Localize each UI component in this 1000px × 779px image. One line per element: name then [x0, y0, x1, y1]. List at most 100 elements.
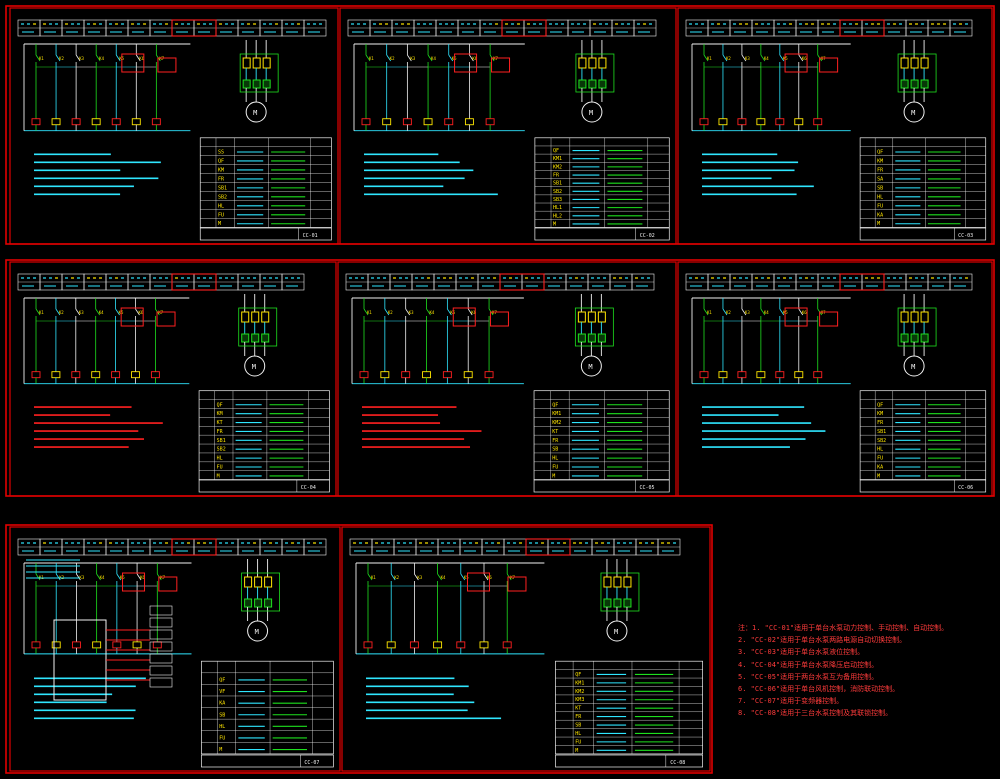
svg-text:FU: FU: [219, 735, 225, 741]
sheet-code-cc-08: CC-08: [670, 760, 685, 766]
svg-text:KA: KA: [877, 212, 883, 218]
svg-text:FR: FR: [575, 714, 582, 720]
svg-text:FU: FU: [552, 465, 558, 471]
motor-cc-01: [245, 101, 267, 123]
svg-text:K1: K1: [707, 310, 712, 315]
svg-text:M: M: [575, 748, 578, 754]
svg-text:M: M: [877, 221, 880, 227]
svg-text:K3: K3: [79, 575, 84, 580]
svg-text:M: M: [877, 473, 880, 479]
svg-text:KM: KM: [877, 411, 883, 417]
svg-text:K4: K4: [764, 310, 769, 315]
svg-text:K3: K3: [745, 310, 750, 315]
svg-text:K4: K4: [764, 56, 769, 61]
svg-text:HL2: HL2: [553, 213, 562, 219]
svg-text:SB: SB: [552, 447, 558, 453]
svg-text:FR: FR: [877, 167, 884, 173]
svg-text:K3: K3: [409, 310, 414, 315]
svg-text:FR: FR: [552, 438, 559, 444]
svg-text:SB1: SB1: [217, 438, 226, 444]
svg-text:K1: K1: [39, 575, 44, 580]
note-line-2: 2. "CC-02"适用于单台水泵两路电源自动切换控制。: [738, 636, 907, 645]
svg-text:K4: K4: [441, 575, 446, 580]
svg-text:SB: SB: [877, 185, 883, 191]
svg-text:M: M: [218, 221, 221, 227]
svg-text:K2: K2: [388, 310, 393, 315]
svg-text:QF: QF: [552, 402, 558, 408]
svg-text:KM1: KM1: [552, 411, 561, 417]
svg-text:FR: FR: [553, 173, 560, 179]
svg-text:KT: KT: [575, 706, 581, 712]
svg-text:K1: K1: [39, 56, 44, 61]
svg-text:M: M: [552, 473, 555, 479]
svg-text:KM: KM: [877, 158, 883, 164]
svg-text:SB: SB: [219, 712, 225, 718]
svg-text:KT: KT: [552, 429, 558, 435]
svg-text:M: M: [217, 473, 220, 479]
svg-text:K6: K6: [472, 56, 477, 61]
svg-text:K2: K2: [59, 575, 64, 580]
motor-cc-02: [581, 101, 603, 123]
svg-text:M: M: [911, 363, 915, 371]
svg-text:FU: FU: [575, 739, 581, 745]
note-line-1: 注：1. "CC-01"适用于单台水泵动力控制、手动控制、自动控制。: [738, 624, 949, 632]
svg-text:SB1: SB1: [877, 429, 886, 435]
svg-text:SB2: SB2: [218, 194, 227, 200]
note-line-3: 3. "CC-03"适用于单台水泵液位控制。: [738, 648, 865, 657]
design-notes: 注：1. "CC-01"适用于单台水泵动力控制、手动控制、自动控制。 2. "C…: [738, 622, 988, 720]
svg-text:K1: K1: [369, 56, 374, 61]
svg-text:HL: HL: [218, 203, 224, 209]
svg-text:KM2: KM2: [552, 420, 561, 426]
svg-text:QF: QF: [553, 148, 559, 154]
svg-text:QF: QF: [575, 672, 581, 678]
svg-text:K6: K6: [140, 575, 145, 580]
svg-text:M: M: [614, 628, 618, 636]
sheet-code-cc-01: CC-01: [303, 233, 318, 239]
svg-text:K2: K2: [390, 56, 395, 61]
svg-text:K1: K1: [371, 575, 376, 580]
svg-text:K2: K2: [59, 310, 64, 315]
svg-text:K1: K1: [367, 310, 372, 315]
svg-text:K2: K2: [726, 56, 731, 61]
svg-text:QF: QF: [877, 402, 883, 408]
svg-text:K3: K3: [79, 310, 84, 315]
sheet-code-cc-06: CC-06: [958, 485, 973, 491]
svg-text:KM1: KM1: [575, 680, 584, 686]
motor-cc-05: [580, 355, 602, 377]
svg-text:K4: K4: [430, 310, 435, 315]
svg-text:SB2: SB2: [553, 189, 562, 195]
svg-text:K3: K3: [417, 575, 422, 580]
svg-text:M: M: [252, 363, 256, 371]
svg-text:M: M: [219, 747, 222, 753]
svg-text:FU: FU: [217, 465, 223, 471]
svg-text:M: M: [253, 109, 257, 117]
svg-text:K5: K5: [464, 575, 469, 580]
vfd-block: [26, 559, 173, 701]
svg-text:QF: QF: [217, 402, 223, 408]
svg-text:HL: HL: [217, 456, 223, 462]
svg-text:K2: K2: [726, 310, 731, 315]
svg-text:QF: QF: [877, 149, 883, 155]
motor-cc-08: [606, 620, 628, 642]
svg-text:HL1: HL1: [553, 205, 562, 211]
svg-text:K6: K6: [802, 56, 807, 61]
note-line-7: 7. "CC-07"适用于变频器控制。: [738, 697, 844, 706]
svg-text:K2: K2: [59, 56, 64, 61]
svg-text:FR: FR: [877, 420, 884, 426]
motor-cc-06: [903, 355, 925, 377]
motor-cc-03: [903, 101, 925, 123]
svg-text:FR: FR: [217, 429, 224, 435]
svg-text:K4: K4: [100, 575, 105, 580]
motor-cc-07: [247, 620, 269, 642]
svg-text:SB1: SB1: [218, 185, 227, 191]
svg-text:FR: FR: [218, 176, 225, 182]
svg-text:M: M: [588, 363, 592, 371]
svg-text:M: M: [553, 221, 556, 227]
svg-text:KM: KM: [218, 167, 224, 173]
sheet-code-cc-04: CC-04: [301, 485, 316, 491]
svg-text:K1: K1: [707, 56, 712, 61]
svg-text:K6: K6: [471, 310, 476, 315]
